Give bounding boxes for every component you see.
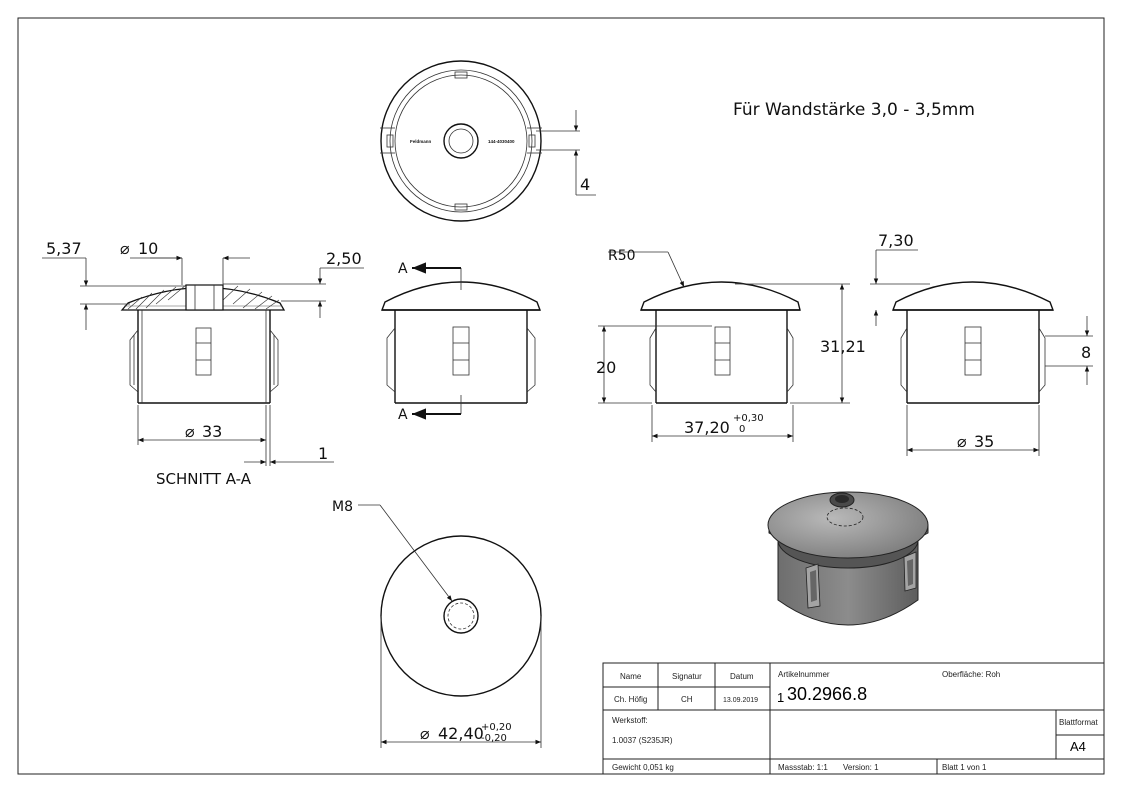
tb-blatt: Blatt 1 von 1 (942, 763, 987, 772)
tb-datum: 13.09.2019 (723, 697, 758, 704)
dim-31-21: 31,21 (820, 337, 866, 356)
top-view-text-left: Feldmann (410, 139, 432, 144)
tb-artikel: 30.2966.8 (787, 684, 867, 704)
dim-dia10: 10 (138, 239, 158, 258)
tb-blattformat-label: Blattformat (1059, 718, 1098, 727)
front-view: A A (380, 261, 542, 423)
section-label: SCHNITT A-A (156, 470, 252, 488)
section-view: 5,37 ⌀ 10 2,50 ⌀ 33 1 SCHNITT A-A (42, 239, 364, 488)
dim-dia33: 33 (202, 422, 222, 441)
tol-42-upper: +0,20 (481, 722, 512, 733)
sheet-frame (17, 17, 1105, 775)
dim-slot-4: 4 (580, 175, 590, 194)
section-marker-top: A (398, 261, 408, 277)
top-view-text-right: 144-4030400 (488, 139, 515, 144)
tb-header-name: Name (620, 672, 642, 681)
tb-signatur: CH (681, 695, 693, 704)
tb-werkstoff-label: Werkstoff: (612, 716, 648, 725)
side-view: R50 20 31,21 37,20 +0,30 0 (596, 248, 866, 442)
tb-name: Ch. Höfig (614, 695, 647, 704)
dim-dia10-symbol: ⌀ (120, 239, 130, 258)
right-view: 7,30 8 ⌀ 35 (870, 231, 1093, 456)
wall-thickness-note: Für Wandstärke 3,0 - 3,5mm (733, 100, 975, 120)
bottom-view: M8 ⌀ 42,40 +0,20 -0,20 (332, 499, 542, 748)
dim-7-30: 7,30 (878, 231, 914, 250)
dim-37-20: 37,20 (684, 418, 730, 437)
tb-massstab: Massstab: 1:1 (778, 763, 828, 772)
tb-header-signatur: Signatur (672, 672, 702, 681)
title-block: Name Signatur Datum Ch. Höfig CH 13.09.2… (602, 662, 1105, 775)
tb-artikel-label: Artikelnummer (778, 670, 830, 679)
tol-37-lower: 0 (739, 424, 745, 435)
tb-artikel-prefix: 1 (777, 690, 784, 705)
tb-header-datum: Datum (730, 672, 754, 681)
dim-1: 1 (318, 444, 328, 463)
tb-oberflaeche: Oberfläche: Roh (942, 670, 1000, 679)
top-view: Feldmann 144-4030400 4 (380, 60, 596, 222)
tol-42-lower: -0,20 (481, 733, 507, 744)
dim-r50: R50 (608, 248, 636, 264)
tol-37-upper: +0,30 (733, 413, 764, 424)
dim-dia35-symbol: ⌀ (957, 432, 967, 451)
dim-5-37: 5,37 (46, 239, 82, 258)
section-marker-bottom: A (398, 407, 408, 423)
tb-blattformat: A4 (1070, 739, 1086, 754)
dim-dia42: 42,40 (438, 724, 484, 743)
dim-20: 20 (596, 358, 616, 377)
dim-dia42-symbol: ⌀ (420, 724, 430, 743)
dim-2-50: 2,50 (326, 249, 362, 268)
dim-8: 8 (1081, 343, 1091, 362)
tb-version: Version: 1 (843, 763, 879, 772)
dim-dia35: 35 (974, 432, 994, 451)
dim-dia33-symbol: ⌀ (185, 422, 195, 441)
thread-m8: M8 (332, 499, 353, 515)
iso-view (767, 491, 929, 626)
tb-werkstoff: 1.0037 (S235JR) (612, 736, 673, 745)
tb-gewicht: Gewicht 0,051 kg (612, 763, 674, 772)
